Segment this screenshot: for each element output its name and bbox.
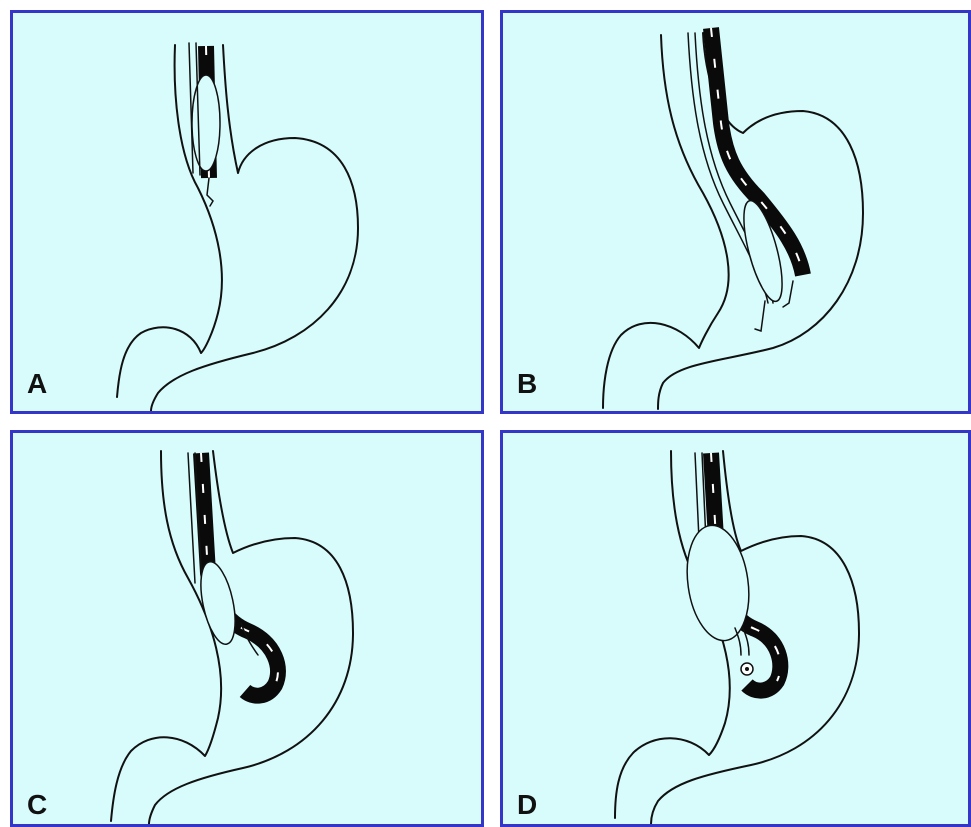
panel-label-d: D [517,791,537,819]
panel-label-a: A [27,370,47,398]
panel-c: C [10,430,484,827]
stomach-diagram-a [13,13,481,411]
stomach-diagram-d [503,433,968,824]
stomach-diagram-c [13,433,481,824]
panel-label-c: C [27,791,47,819]
panel-a: A [10,10,484,414]
stomach-diagram-b [503,13,968,411]
panel-b: B [500,10,971,414]
panel-d: D [500,430,971,827]
panel-label-b: B [517,370,537,398]
